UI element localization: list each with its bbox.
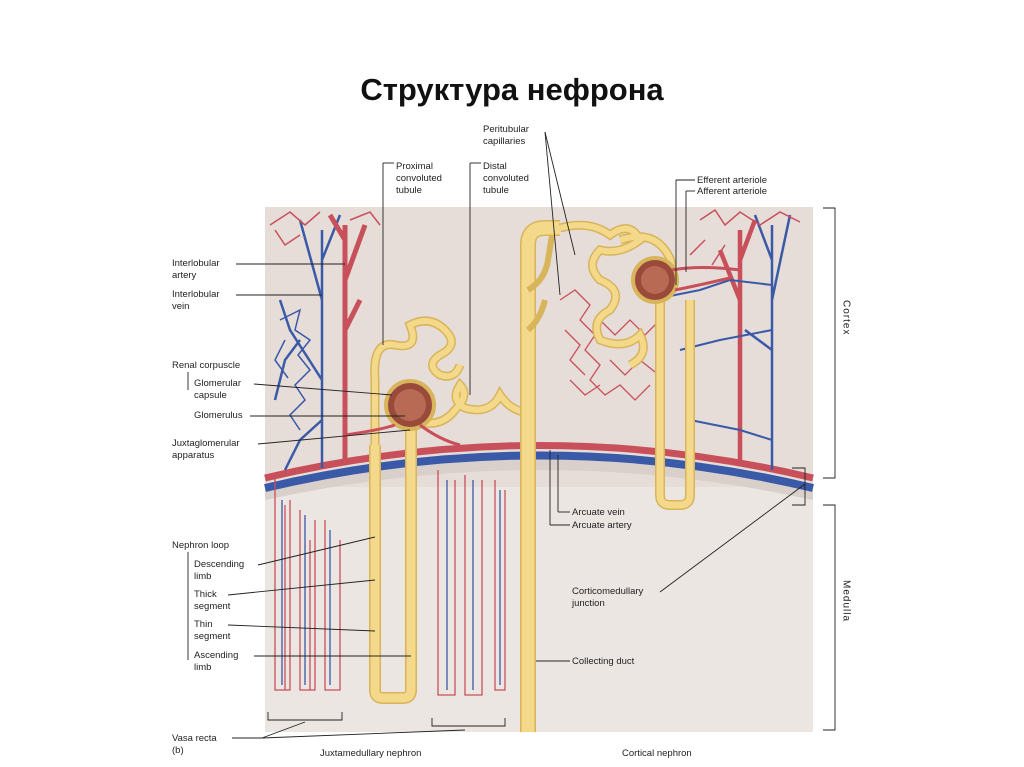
ascending-limb-line1: Ascending — [194, 650, 238, 661]
interlobular-vein-line2: vein — [172, 301, 189, 312]
thick-segment-line2: segment — [194, 601, 231, 612]
medulla-bracket — [823, 504, 836, 731]
interlobular-artery — [327, 213, 368, 462]
thin-segment-line2: segment — [194, 631, 231, 642]
cortex-side-label: Cortex — [841, 300, 852, 335]
vasa-recta-text: Vasa recta — [172, 733, 217, 744]
left-venous-net — [274, 308, 312, 431]
juxtamedullary-glomerulus-inner — [394, 389, 426, 421]
distal-convoluted-tubule-fill — [410, 380, 526, 427]
descending-limb-line2: limb — [194, 571, 211, 582]
distal-line3: tubule — [483, 185, 509, 196]
vasa-recta-bracket-left — [267, 712, 343, 721]
proximal-convoluted-tubule-fill — [371, 318, 463, 445]
label-ascending-limb: Ascending limb — [194, 650, 411, 673]
label-nephron-loop: Nephron loop — [172, 540, 229, 660]
label-arcuate-vein: Arcuate vein — [557, 455, 625, 518]
vasa-recta-mid — [437, 470, 506, 696]
juxtaglomerular-line1: Juxtaglomerular — [172, 438, 240, 449]
label-interlobular-artery: Interlobular artery — [172, 258, 345, 281]
afferent-efferent-arterioles — [344, 266, 741, 447]
arcuate-vein-text: Arcuate vein — [572, 507, 625, 518]
junction-bracket — [792, 467, 806, 506]
proximal-line2: convoluted — [396, 173, 442, 184]
label-collecting-duct: Collecting duct — [536, 656, 635, 667]
label-proximal-tubule: Proximal convoluted tubule — [382, 161, 442, 345]
medulla-side-label: Medulla — [841, 580, 852, 622]
arcuate-artery — [264, 442, 814, 482]
distal-line1: Distal — [483, 161, 507, 172]
vasa-recta-left-venous — [281, 500, 331, 685]
afferent-arteriole-text: Afferent arteriole — [697, 186, 767, 197]
label-juxtaglomerular-apparatus: Juxtaglomerular apparatus — [172, 429, 411, 461]
cortical-glomerulus-inner — [641, 266, 669, 294]
interlobular-artery-line2: artery — [172, 270, 197, 281]
label-distal-tubule: Distal convoluted tubule — [469, 161, 529, 395]
peritubular-line1: Peritubular — [483, 124, 529, 135]
arcuate-vein — [264, 451, 814, 492]
label-efferent-arteriole: Efferent arteriole — [675, 175, 767, 285]
peritubular-capillary-net — [559, 289, 661, 401]
right-interlobular-vein — [744, 214, 792, 470]
label-arcuate-artery: Arcuate artery — [549, 450, 632, 531]
label-corticomedullary-junction: Corticomedullary junction — [571, 483, 806, 609]
label-peritubular-capillaries: Peritubular capillaries — [483, 124, 576, 296]
collecting-duct-fill — [521, 221, 560, 732]
medulla-region — [265, 487, 813, 732]
label-thick-segment: Thick segment — [194, 579, 376, 612]
interlobular-artery-line1: Interlobular — [172, 258, 220, 269]
label-thin-segment: Thin segment — [194, 619, 376, 642]
label-glomerulus: Glomerulus — [194, 410, 405, 421]
interlobular-vein-line1: Interlobular — [172, 289, 220, 300]
renal-corpuscle-text: Renal corpuscle — [172, 360, 240, 371]
corticomedullary-line2: junction — [571, 598, 605, 609]
efferent-arteriole-text: Efferent arteriole — [697, 175, 767, 186]
label-interlobular-vein: Interlobular vein — [172, 289, 322, 312]
label-afferent-arteriole: Afferent arteriole — [685, 186, 767, 272]
page-title: Структура нефрона — [360, 72, 664, 107]
left-capillary-net — [269, 211, 381, 247]
glomerular-capsule-line1: Glomerular — [194, 378, 241, 389]
thick-segment-line1: Thick — [194, 589, 217, 600]
juxtamedullary-nephron-caption: Juxtamedullary nephron — [320, 748, 421, 759]
juxtamedullary-loop-fill — [370, 420, 416, 703]
ascending-limb-line2: limb — [194, 662, 211, 673]
descending-limb-line1: Descending — [194, 559, 244, 570]
thin-segment-line1: Thin — [194, 619, 212, 630]
cortical-nephron-caption: Cortical nephron — [622, 748, 692, 759]
juxtaglomerular-line2: apparatus — [172, 450, 215, 461]
label-vasa-recta: Vasa recta — [172, 721, 466, 744]
collecting-duct-branch — [525, 234, 555, 333]
label-descending-limb: Descending limb — [194, 536, 376, 582]
right-capillary-top — [689, 208, 801, 266]
distal-line2: convoluted — [483, 173, 529, 184]
arcuate-artery-text: Arcuate artery — [572, 520, 632, 531]
proximal-line3: tubule — [396, 185, 422, 196]
collecting-duct-text: Collecting duct — [572, 656, 635, 667]
vasa-recta-bracket-right — [431, 718, 506, 727]
vasa-recta-mid-venous — [446, 480, 501, 690]
label-glomerular-capsule: Glomerular capsule — [194, 378, 393, 401]
peritubular-line2: capillaries — [483, 136, 525, 147]
nephron-loop-text: Nephron loop — [172, 540, 229, 551]
label-renal-corpuscle: Renal corpuscle — [172, 360, 240, 390]
cortex-bracket — [823, 207, 836, 479]
glomerular-capsule-line2: capsule — [194, 390, 227, 401]
vasa-recta-left — [274, 475, 341, 691]
figure-letter: (b) — [172, 745, 184, 756]
proximal-line1: Proximal — [396, 161, 433, 172]
corticomedullary-line1: Corticomedullary — [572, 586, 644, 597]
cortical-nephron-loop-fill — [656, 300, 694, 509]
glomerulus-text: Glomerulus — [194, 410, 243, 421]
interlobular-vein — [273, 214, 342, 471]
